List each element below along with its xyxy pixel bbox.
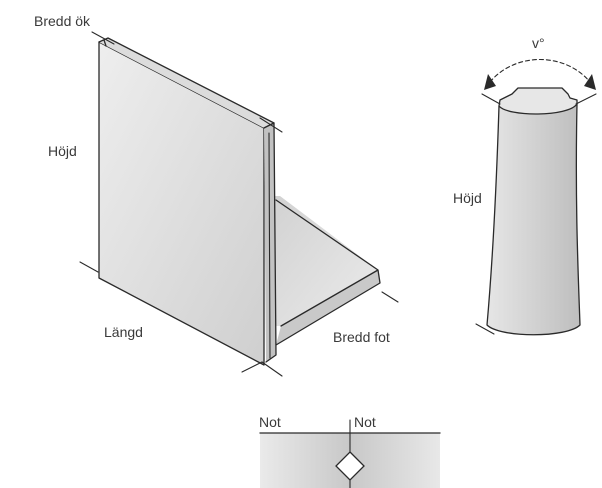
wall-back-face [99,42,264,365]
rotation-arrowhead-left [484,74,496,90]
label-bredd-ok: Bredd ök [34,13,91,29]
l-wall-element [79,31,399,377]
label-bredd-fot: Bredd fot [333,329,390,345]
rotation-arrowhead-right [584,74,596,90]
column-tick-bottom [475,323,495,335]
joint-detail [259,419,441,488]
column-top-outline [498,87,578,115]
label-hojd-wall: Höjd [48,143,77,159]
column-outline [486,103,581,336]
rotation-arc [489,58,591,83]
label-angle: v° [532,35,545,51]
wall-side-outline [263,122,277,363]
label-langd: Längd [104,324,143,340]
foot-outline [275,199,381,346]
label-not-left: Not [259,414,281,430]
joint-key-diamond [335,451,365,481]
column-top-face [499,88,577,115]
column-tick-top-right [575,93,597,105]
wall-dimension-ticks [79,31,399,377]
label-hojd-column: Höjd [453,190,482,206]
label-not-right: Not [354,414,376,430]
column-element [475,58,597,336]
wall-top-face [99,38,274,128]
column-body [487,104,580,335]
wall-side-groove [268,132,271,359]
column-tick-top-left [481,93,501,105]
foot-top-face [275,196,378,326]
wall-back-outline [98,41,265,366]
foot-front-face [276,270,380,345]
